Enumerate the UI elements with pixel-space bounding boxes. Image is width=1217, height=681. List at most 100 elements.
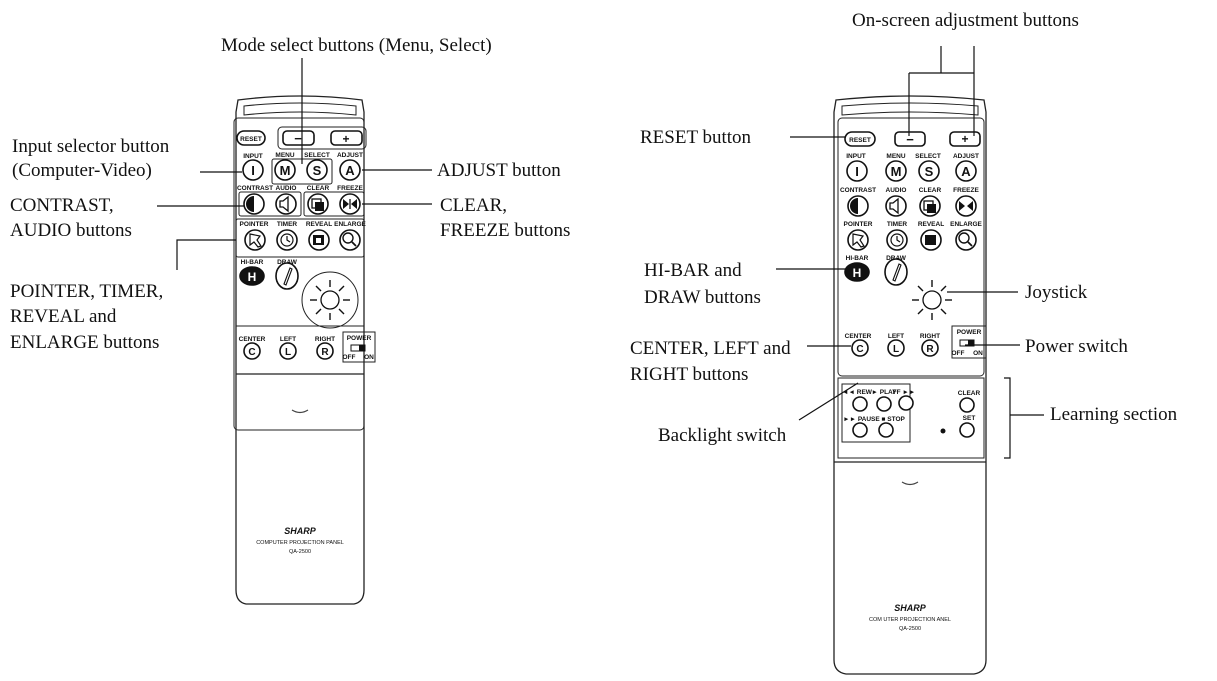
right-power-label: POWER (957, 329, 982, 336)
right-clear-label: CLEAR (919, 187, 942, 194)
callout-hibar-line1: HI-BAR and (644, 260, 742, 281)
right-contrast-label: CONTRAST (840, 187, 876, 194)
left-audio-button (275, 193, 297, 215)
set-button (959, 422, 975, 438)
left-center-button (243, 342, 261, 360)
right-right-button (921, 339, 939, 357)
pointer-icon (249, 233, 262, 248)
right-select-label: SELECT (915, 153, 941, 160)
left-freeze-label: FREEZE (337, 185, 363, 192)
left-input-label: INPUT (243, 153, 263, 160)
right-l-letter: L (893, 344, 899, 355)
right-r-letter: R (926, 344, 934, 355)
left-c-letter: C (248, 347, 255, 358)
right-plus-label: + (961, 132, 968, 146)
right-c-letter: C (856, 344, 863, 355)
right-reset-button (844, 131, 876, 147)
stop-button (878, 422, 894, 438)
right-h-letter: H (853, 266, 862, 280)
left-reset-button (236, 130, 266, 146)
left-menu-button (274, 159, 296, 181)
left-minus-button (282, 130, 315, 146)
left-contrast-label: CONTRAST (237, 185, 273, 192)
callout-reset: RESET button (640, 127, 752, 148)
right-cover-chevron-icon (901, 481, 919, 486)
right-center-button (851, 339, 869, 357)
right-hibar-button (844, 262, 870, 282)
right-pen-icon (892, 263, 902, 282)
left-remote-illustration: RESET − + INPUT MENU SELECT ADJUST I M S… (233, 95, 376, 605)
left-reveal-label: REVEAL (306, 221, 332, 228)
left-left-button (279, 342, 297, 360)
right-menu-label: MENU (886, 153, 905, 160)
speaker-icon (279, 195, 289, 213)
left-enlarge-label: ENLARGE (334, 221, 366, 228)
left-menu-label: MENU (275, 152, 294, 159)
pause-stop-label: ►► PAUSE ■ STOP (843, 416, 905, 423)
left-pointer-button (244, 229, 266, 251)
set-label: SET (963, 415, 976, 422)
right-input-button (846, 160, 868, 182)
pause-button (852, 422, 868, 438)
right-pointer-button (847, 229, 869, 251)
left-s-letter: S (313, 163, 322, 178)
right-remote-illustration: RESET − + INPUT MENU SELECT ADJUST I M S… (833, 95, 987, 675)
right-freeze-button (955, 195, 977, 217)
callout-pointer-line2: REVEAL and (10, 306, 117, 327)
cover-chevron-icon (291, 409, 309, 414)
left-select-label: SELECT (304, 152, 330, 159)
left-joystick (320, 290, 340, 310)
ff-label: FF ►► (893, 389, 916, 396)
joystick-rays-icon (310, 280, 350, 320)
left-plus-button (330, 130, 363, 146)
play-label: ► PLAY (872, 389, 898, 396)
callout-clear-line1: CLEAR, (440, 195, 507, 216)
left-select-button (306, 159, 328, 181)
right-freeze-icon (959, 201, 973, 211)
freeze-icon (343, 199, 357, 209)
right-hibar-label: HI-BAR (846, 255, 869, 262)
right-contrast-icon (850, 198, 858, 214)
right-pointer-icon (852, 233, 865, 248)
right-center-label: CENTER (845, 333, 872, 340)
left-minus-label: − (294, 131, 302, 146)
right-input-label: INPUT (846, 153, 866, 160)
right-m-letter: M (891, 164, 902, 179)
callout-joystick: Joystick (1025, 282, 1088, 303)
callout-pointer-line1: POINTER, TIMER, (10, 281, 163, 302)
callout-clear-line2: FREEZE buttons (440, 220, 570, 241)
callout-contrast-line2: AUDIO buttons (10, 220, 132, 241)
indicator-dot-icon (940, 428, 946, 434)
callout-input-selector-line1: Input selector button (12, 136, 170, 157)
callout-adjust: ADJUST button (437, 160, 561, 181)
timer-icon (280, 233, 294, 247)
callout-input-selector-line2: (Computer-Video) (12, 160, 152, 181)
right-reveal-icon (925, 235, 936, 245)
callout-backlight-switch: Backlight switch (658, 425, 787, 446)
callout-onscreen-adjustment: On-screen adjustment buttons (852, 10, 1079, 31)
callout-learning-section: Learning section (1050, 404, 1178, 425)
right-enlarge-label: ENLARGE (950, 221, 982, 228)
right-on-label: ON (973, 350, 983, 357)
right-magnifier-icon (958, 232, 970, 244)
learning-section (837, 377, 985, 459)
callout-hibar-line2: DRAW buttons (644, 287, 761, 308)
callout-center-line1: CENTER, LEFT and (630, 338, 791, 359)
left-joystick-ring (301, 271, 359, 329)
callout-power-switch: Power switch (1025, 336, 1128, 357)
right-plus-button (949, 131, 981, 147)
left-reset-label: RESET (240, 136, 262, 143)
left-timer-label: TIMER (277, 221, 298, 228)
callout-mode-select: Mode select buttons (Menu, Select) (221, 35, 492, 56)
right-timer-icon (890, 233, 904, 247)
learning-clear-label: CLEAR (958, 390, 981, 397)
magnifier-icon (342, 232, 354, 244)
right-audio-label: AUDIO (886, 187, 907, 194)
left-input-button (242, 159, 264, 181)
left-l-letter: L (285, 347, 291, 358)
left-remote-body (235, 95, 365, 605)
left-model-line: COMPUTER PROJECTION PANEL (256, 540, 344, 546)
left-model-number: QA-2500 (289, 549, 311, 555)
right-reveal-label: REVEAL (918, 221, 944, 228)
left-r-letter: R (321, 347, 329, 358)
